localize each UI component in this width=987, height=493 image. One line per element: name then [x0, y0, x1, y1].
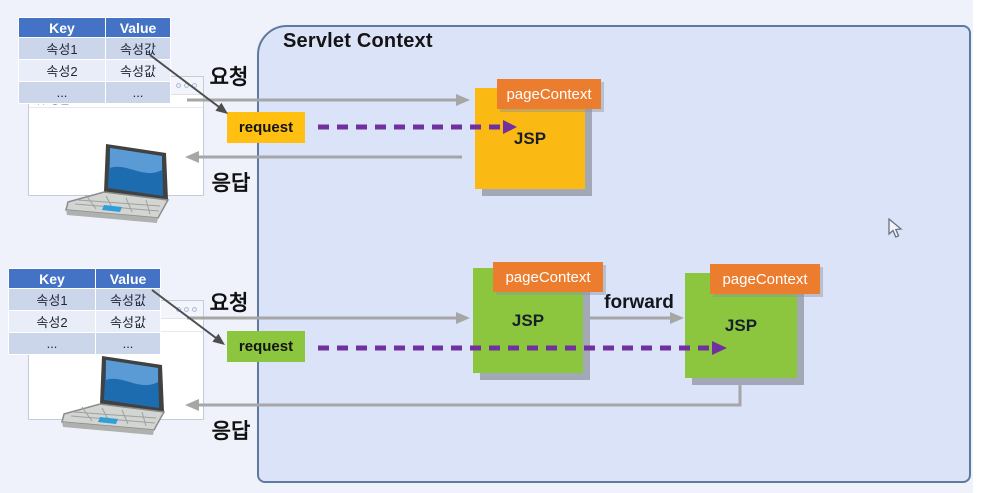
table-header-key: Key: [19, 18, 105, 37]
servlet-context-container: [257, 25, 971, 483]
window-dot-icon: [184, 307, 189, 312]
table-cell: 속성1: [9, 289, 95, 310]
table-header-value: Value: [96, 269, 160, 288]
window-dot-icon: [176, 307, 181, 312]
table-to-request-arrowhead-bottom: [212, 333, 225, 345]
window-dot-icon: [192, 307, 197, 312]
request-label-top: 요청: [209, 66, 249, 89]
table-header-key: Key: [9, 269, 95, 288]
table-cell: 속성2: [19, 60, 105, 81]
table-cell: ...: [19, 82, 105, 103]
table-cell: ...: [9, 333, 95, 354]
request-box-bottom: request: [227, 331, 305, 362]
window-dot-icon: [184, 83, 189, 88]
table-cell: 속성값: [106, 60, 170, 81]
table-cell: 속성2: [9, 311, 95, 332]
servlet-context-title: Servlet Context: [283, 30, 433, 52]
response-label-bottom: 응답: [211, 420, 251, 443]
table-cell: ...: [106, 82, 170, 103]
mouse-cursor-icon: [888, 218, 903, 238]
window-dot-icon: [176, 83, 181, 88]
response-label-top: 응답: [211, 172, 251, 195]
request-box-top: request: [227, 112, 305, 143]
table-header-value: Value: [106, 18, 170, 37]
forward-label: forward: [604, 292, 674, 313]
right-margin: [973, 0, 987, 493]
table-cell: 속성값: [106, 38, 170, 59]
table-cell: 속성값: [96, 311, 160, 332]
page-context-tag-bottom-1: pageContext: [493, 262, 603, 292]
attribute-table-top: Key Value 속성1 속성값 속성2 속성값 ... ...: [18, 17, 171, 104]
table-cell: ...: [96, 333, 160, 354]
table-cell: 속성값: [96, 289, 160, 310]
attribute-table-bottom: Key Value 속성1 속성값 속성2 속성값 ... ...: [8, 268, 161, 355]
laptop-icon: [65, 144, 170, 223]
request-label-bottom: 요청: [209, 292, 249, 315]
laptop-icon: [61, 356, 166, 435]
page-context-tag-top: pageContext: [497, 79, 601, 109]
table-cell: 속성1: [19, 38, 105, 59]
page-context-tag-bottom-2: pageContext: [710, 264, 820, 294]
window-dot-icon: [192, 83, 197, 88]
